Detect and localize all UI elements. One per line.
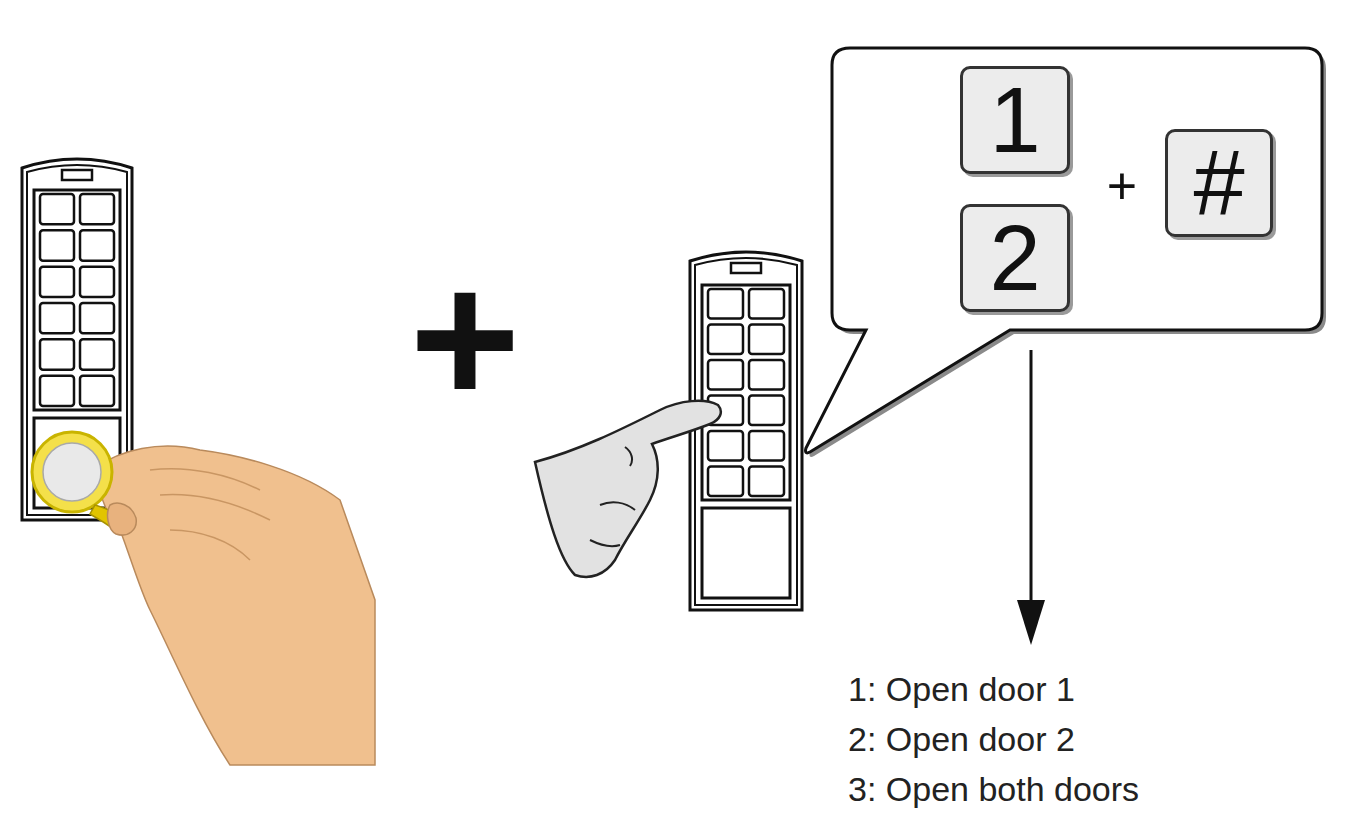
right-device-housing-inner (695, 258, 797, 605)
left-device-key (80, 376, 114, 406)
left-device-key (40, 194, 74, 224)
key-button: # (1165, 129, 1273, 237)
card-reader-left (22, 159, 375, 765)
left-device-key (40, 339, 74, 369)
right-device-keypad-frame (702, 285, 790, 500)
right-device-key (749, 289, 784, 319)
plus-sign: + (1107, 160, 1137, 212)
right-device-key (708, 289, 743, 319)
thumb (108, 503, 137, 535)
legend-note: 2: Open door 2 (848, 722, 1075, 756)
left-device-key (80, 194, 114, 224)
key-fob-face (43, 443, 101, 501)
right-device-key (749, 431, 784, 461)
key-label: 2 (989, 212, 1040, 304)
pointing-hand (535, 401, 721, 577)
left-device-key (80, 267, 114, 297)
right-device-key (708, 360, 743, 390)
right-device-key (749, 467, 784, 497)
finger-lines (150, 469, 270, 560)
callout-bubble (806, 48, 1323, 453)
right-device-key (749, 396, 784, 426)
knuckle-lines (590, 447, 635, 546)
left-device-key (40, 230, 74, 260)
left-device-key (40, 267, 74, 297)
left-device-housing-inner (27, 165, 127, 515)
hand-with-fob (95, 446, 375, 765)
left-device-key (40, 303, 74, 333)
right-device-key (708, 431, 743, 461)
left-device-key (40, 376, 74, 406)
right-device-housing (690, 252, 802, 610)
key-button: 1 (960, 66, 1070, 174)
legend-note: 3: Open both doors (848, 772, 1139, 806)
left-device-keypad-frame (34, 190, 120, 410)
leader-arrow-line (1030, 350, 1033, 608)
legend-note: 1: Open door 1 (848, 672, 1075, 706)
left-device-led (62, 170, 92, 180)
left-device-key (80, 339, 114, 369)
key-button: 2 (960, 204, 1070, 312)
right-device-key (749, 325, 784, 355)
left-device-key (80, 230, 114, 260)
key-label: # (1193, 137, 1244, 229)
plus-sign: + (410, 243, 521, 433)
key-fob-ring (32, 432, 112, 512)
left-device-key (80, 303, 114, 333)
right-device-key (749, 360, 784, 390)
right-device-key (708, 325, 743, 355)
right-device-reader (702, 508, 790, 598)
right-device-key (708, 467, 743, 497)
leader-arrowhead (1017, 600, 1045, 645)
right-device-led (731, 263, 761, 273)
keypad-right (535, 252, 802, 610)
key-label: 1 (989, 74, 1040, 166)
